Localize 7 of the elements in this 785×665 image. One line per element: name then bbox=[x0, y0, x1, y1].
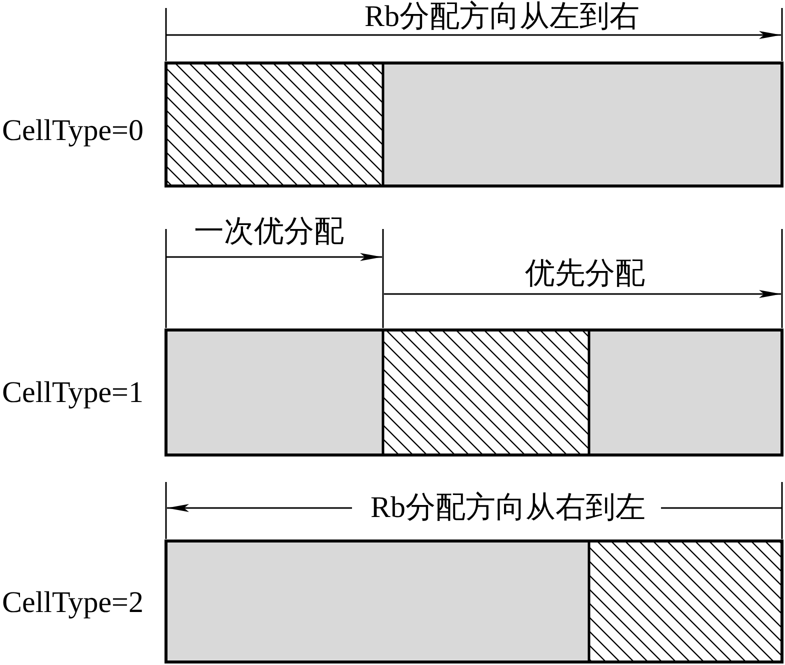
direction-label: Rb分配方向从左到右 bbox=[364, 2, 640, 32]
row-label: CellType=0 bbox=[2, 116, 144, 146]
span-label: 一次优分配 bbox=[194, 217, 344, 247]
span-label: 优先分配 bbox=[525, 259, 645, 289]
row-label: CellType=2 bbox=[2, 588, 144, 618]
row-label: CellType=1 bbox=[2, 378, 144, 408]
direction-label: Rb分配方向从右到左 bbox=[370, 493, 646, 523]
